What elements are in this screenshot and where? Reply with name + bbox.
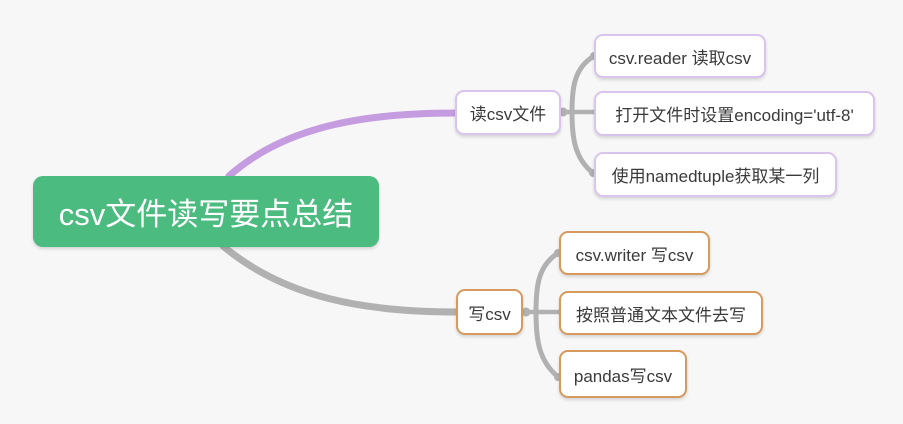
edge-root-to-write xyxy=(219,242,461,316)
leaf-node-plain-text-write[interactable]: 按照普通文本文件去写 xyxy=(559,291,763,335)
branch-node-write-csv[interactable]: 写csv xyxy=(456,289,523,335)
leaf-node-namedtuple[interactable]: 使用namedtuple获取某一列 xyxy=(594,152,837,197)
bracket-read-children xyxy=(569,53,597,176)
connector-dot xyxy=(521,307,531,317)
bracket-write-children xyxy=(533,250,561,380)
leaf-node-csv-writer[interactable]: csv.writer 写csv xyxy=(559,231,710,275)
branch-node-read-csv[interactable]: 读csv文件 xyxy=(455,90,561,135)
leaf-node-encoding-utf8[interactable]: 打开文件时设置encoding='utf-8' xyxy=(594,91,875,136)
edge-root-to-read xyxy=(225,109,460,180)
root-topic-node[interactable]: csv文件读写要点总结 xyxy=(33,176,379,247)
leaf-node-pandas-write[interactable]: pandas写csv xyxy=(559,350,687,398)
leaf-node-csv-reader[interactable]: csv.reader 读取csv xyxy=(594,34,766,78)
